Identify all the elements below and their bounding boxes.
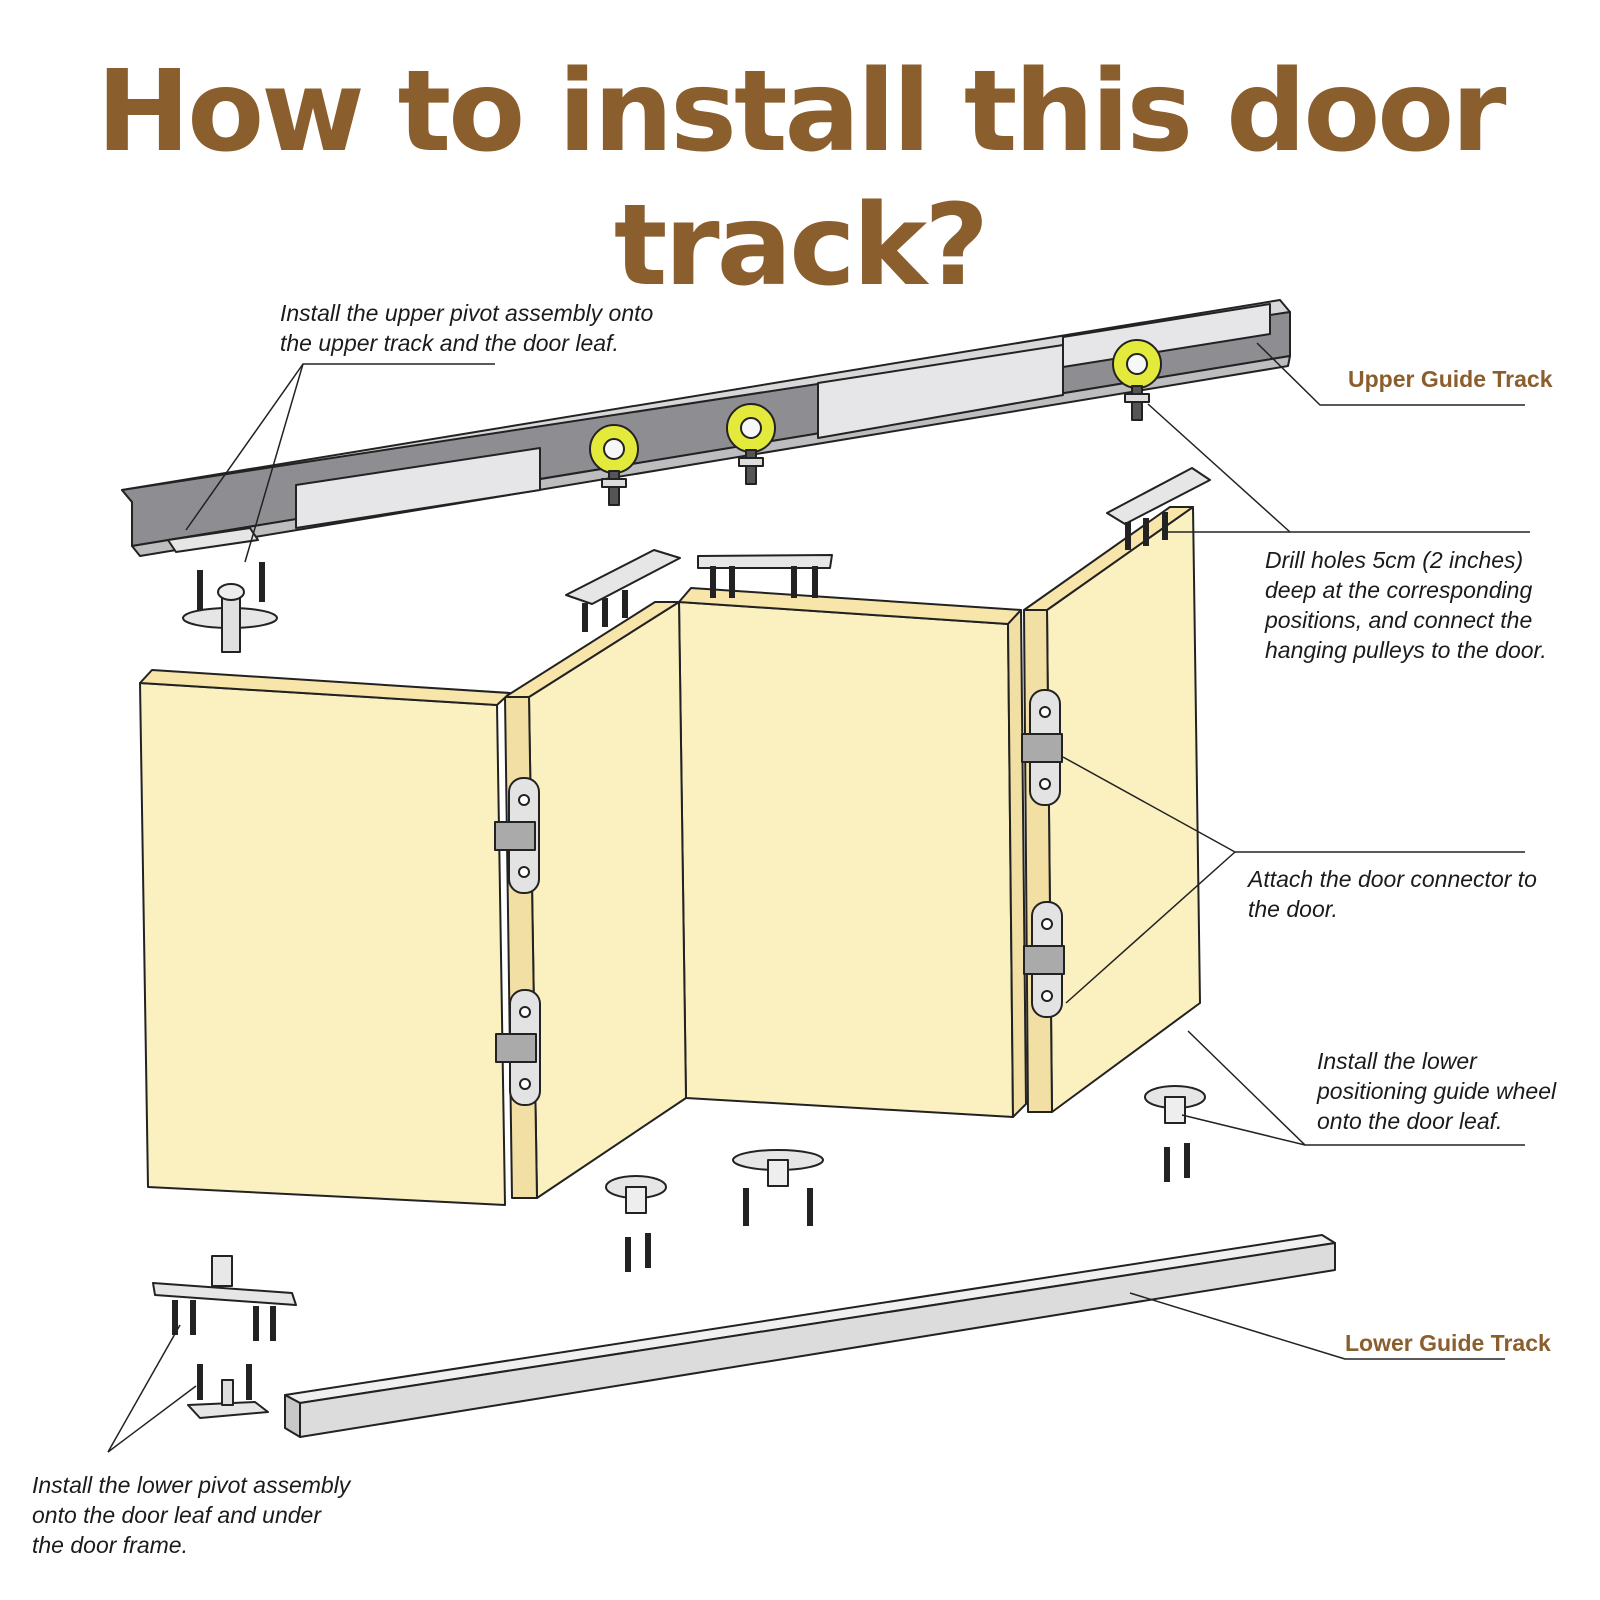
- hinge-screw: [519, 1006, 531, 1018]
- hinge-knuckle: [494, 821, 536, 851]
- mounting-plate-icon-3: [1106, 467, 1211, 550]
- note-line: the upper track and the door leaf.: [280, 330, 619, 356]
- hanging-pulley-nut: [738, 457, 764, 467]
- door-panel-face: [678, 601, 1014, 1118]
- mounting-plate-icon-1: [565, 549, 681, 632]
- hinge-screw: [519, 1078, 531, 1090]
- note-line: positioning guide wheel: [1317, 1078, 1557, 1104]
- hanging-pulley-icon-3: [1112, 339, 1162, 421]
- hinge-screw: [1041, 990, 1053, 1002]
- label-upper-guide-track: Upper Guide Track: [1348, 366, 1553, 392]
- note-line: the door.: [1248, 896, 1338, 922]
- hanging-pulley-icon-2: [726, 403, 776, 485]
- door-panel-icon-3: [678, 587, 1027, 1118]
- hanging-pulley-icon-1: [589, 424, 639, 506]
- hinge-connector-icon-1: [494, 777, 540, 894]
- note-line: deep at the corresponding: [1265, 577, 1533, 603]
- hinge-connector-icon-2: [495, 989, 541, 1106]
- upper-track-cover-3: [1062, 303, 1271, 368]
- leader-line-upper-pivot-2: [244, 363, 304, 563]
- hinge-connector-icon-4: [1023, 901, 1065, 1018]
- hanging-pulley-nut: [601, 478, 627, 488]
- hanging-pulley-hub: [1126, 353, 1148, 375]
- note-line: hanging pulleys to the door.: [1265, 637, 1547, 663]
- note-connector: Attach the door connector to the door.: [1248, 864, 1537, 924]
- lower-track-end: [284, 1394, 301, 1438]
- leader-line-lower-wheel-2: [1181, 1114, 1306, 1146]
- door-panel-icon-4: [1023, 506, 1201, 1113]
- note-line: the door frame.: [32, 1532, 188, 1558]
- note-line: Install the lower pivot assembly: [32, 1472, 351, 1498]
- hanging-pulley-hub: [740, 417, 762, 439]
- note-line: Install the lower: [1317, 1048, 1477, 1074]
- label-lower-guide-track: Lower Guide Track: [1345, 1330, 1551, 1356]
- leader-line-upper-track: [1256, 342, 1525, 406]
- door-panel-edge: [1023, 609, 1053, 1113]
- mounting-plate: [565, 549, 681, 605]
- lower-pivot-icon: [152, 1255, 297, 1419]
- guide-wheel-icon-3: [1144, 1085, 1206, 1182]
- upper-track-cover-1: [295, 447, 541, 529]
- leader-line-lower-pivot: [107, 1324, 181, 1453]
- door-panel-icon-1: [139, 669, 511, 1206]
- door-panel-top: [504, 601, 680, 698]
- hanging-pulley-nut: [1124, 393, 1150, 403]
- note-upper-pivot: Install the upper pivot assembly onto th…: [280, 298, 653, 358]
- hanging-pulley-hub: [603, 438, 625, 460]
- hinge-knuckle: [1021, 733, 1063, 763]
- guide-wheel-icon-2: [732, 1149, 824, 1226]
- door-panel-icon-2: [504, 601, 687, 1199]
- leader-line-drill: [1147, 403, 1530, 533]
- door-panel-face: [528, 601, 687, 1199]
- note-drill-holes: Drill holes 5cm (2 inches) deep at the c…: [1265, 545, 1547, 665]
- leader-line-connector-2: [1065, 851, 1236, 1004]
- lower-pivot-plate: [152, 1282, 297, 1306]
- upper-pivot-bracket: [167, 527, 259, 553]
- mounting-plate: [1106, 467, 1211, 525]
- hinge-screw: [518, 866, 530, 878]
- hinge-connector-icon-3: [1021, 689, 1063, 806]
- hinge-screw: [518, 794, 530, 806]
- upper-pivot-cap: [217, 583, 245, 601]
- upper-track-icon: [121, 299, 1291, 557]
- note-line: Drill holes 5cm (2 inches): [1265, 547, 1524, 573]
- door-panel-face: [1046, 506, 1201, 1113]
- note-line: onto the door leaf.: [1317, 1108, 1503, 1134]
- lower-track-icon: [284, 1234, 1336, 1438]
- lower-pivot-pin: [211, 1255, 233, 1287]
- note-lower-wheel: Install the lower positioning guide whee…: [1317, 1046, 1556, 1136]
- lower-track-face: [299, 1242, 1336, 1438]
- guide-wheel-stem: [1164, 1096, 1186, 1124]
- hinge-screw: [1039, 706, 1051, 718]
- door-panel-top: [1023, 506, 1194, 611]
- lower-pivot-post: [221, 1379, 234, 1406]
- note-line: Attach the door connector to: [1248, 866, 1537, 892]
- leader-line-lower-pivot-2: [107, 1385, 197, 1453]
- hinge-screw: [1041, 918, 1053, 930]
- guide-wheel-stem: [767, 1159, 789, 1187]
- hinge-knuckle: [495, 1033, 537, 1063]
- hinge-screw: [1039, 778, 1051, 790]
- upper-pivot-icon: [167, 527, 278, 688]
- door-panel-top: [139, 669, 511, 706]
- note-lower-pivot: Install the lower pivot assembly onto th…: [32, 1470, 350, 1560]
- page-title: How to install this door track?: [96, 47, 1507, 312]
- leader-lines: [107, 342, 1530, 1453]
- note-line: Install the upper pivot assembly onto: [280, 300, 654, 326]
- upper-track-cover-2: [817, 344, 1064, 439]
- hinge-knuckle: [1023, 945, 1065, 975]
- lower-track-top: [284, 1234, 1336, 1404]
- note-line: positions, and connect the: [1265, 607, 1533, 633]
- door-panel-face: [139, 682, 506, 1206]
- leader-line-lower-track: [1129, 1292, 1505, 1360]
- note-line: onto the door leaf and under: [32, 1502, 322, 1528]
- mounting-plate-icon-2: [697, 554, 833, 598]
- guide-wheel-stem: [625, 1186, 647, 1214]
- guide-wheel-icon-1: [605, 1175, 667, 1272]
- mounting-plate: [697, 554, 833, 569]
